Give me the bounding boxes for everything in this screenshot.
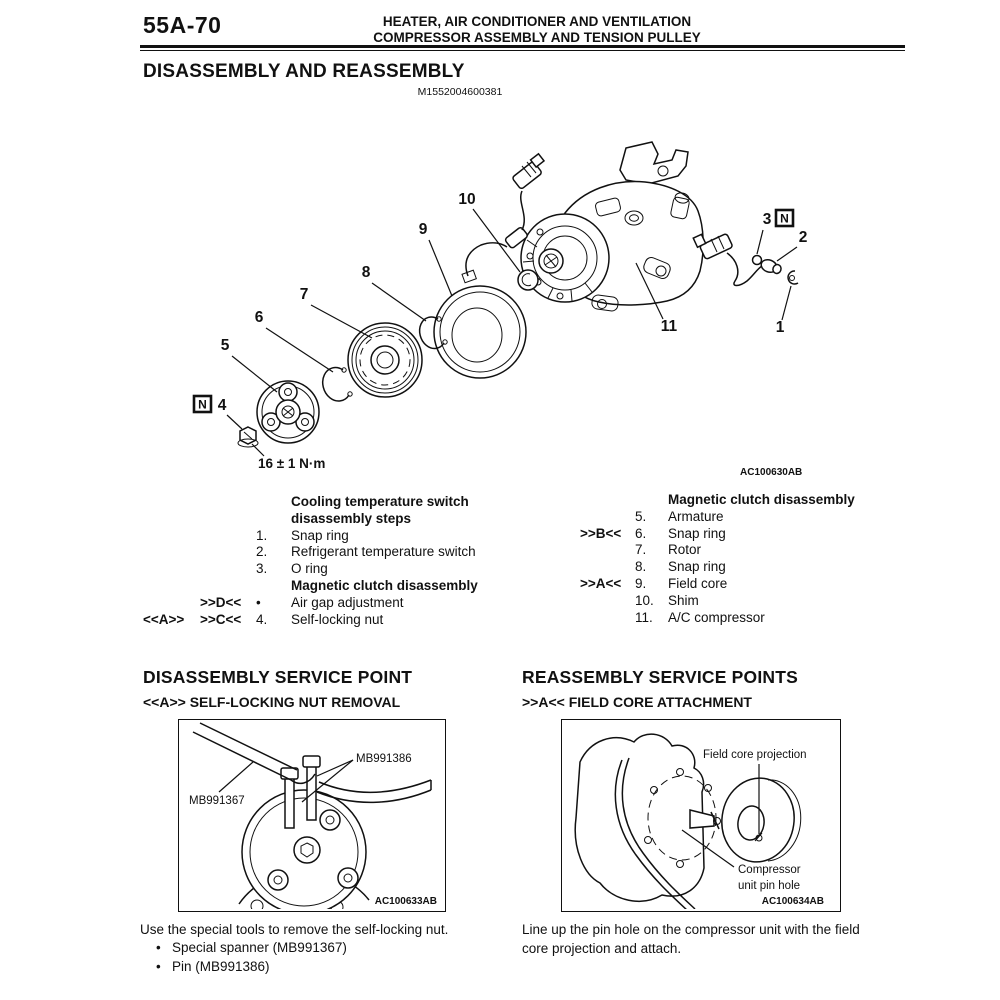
callout-7: 7	[300, 286, 309, 303]
armature-drawing	[256, 380, 320, 444]
magnetic-clutch-parts-list: Magnetic clutch disassembly 5.Armature >…	[580, 492, 910, 626]
list-row: >>D<<•Air gap adjustment	[200, 594, 404, 610]
header-titles: HEATER, AIR CONDITIONER AND VENTILATION …	[140, 14, 934, 46]
section-title: DISASSEMBLY AND REASSEMBLY	[143, 61, 465, 82]
cooling-switch-parts-list: Cooling temperature switch disassembly s…	[143, 494, 583, 628]
disassembly-service-title: DISASSEMBLY SERVICE POINT	[143, 667, 413, 687]
header-title-line1: HEATER, AIR CONDITIONER AND VENTILATION	[382, 14, 692, 29]
exploded-view-diagram: 10 9 8 7 6 5 4 3 2 1 11 N N 16 ± 1 N·m A…	[192, 141, 808, 478]
figure-code-ac100633ab: AC100633AB	[375, 896, 437, 907]
snap-ring8-drawing	[418, 316, 448, 350]
bullet-item: • Pin (MB991386)	[140, 958, 498, 977]
list-row: Cooling temperature switch	[291, 494, 469, 509]
disassembly-service-subtitle: <<A>> SELF-LOCKING NUT REMOVAL	[143, 694, 401, 710]
n-mark-letter: N	[198, 398, 207, 412]
list-row: >>B<<6.Snap ring	[580, 525, 726, 541]
leader-lines	[226, 208, 798, 457]
list-row: <<A>>>>C<<4.Self-locking nut	[143, 611, 384, 627]
body-paragraph: Use the special tools to remove the self…	[140, 922, 449, 937]
field-core-drawing	[433, 152, 546, 379]
list-row: 3.O ring	[256, 561, 328, 577]
bullet-marker: •	[156, 958, 161, 974]
list-row: >>A<<9.Field core	[580, 575, 728, 591]
body-paragraph: Line up the pin hole on the compressor u…	[522, 922, 860, 956]
callout-3: 3	[763, 211, 772, 228]
reassembly-service-body: Line up the pin hole on the compressor u…	[522, 920, 882, 958]
list-row: 8.Snap ring	[635, 559, 726, 575]
figure-code-ac100634ab: AC100634AB	[762, 896, 824, 907]
bullet-text: Pin (MB991386)	[172, 958, 270, 974]
page-number: 55A-70	[143, 12, 222, 38]
n-mark-4: N	[192, 394, 213, 414]
label-mb991386: MB991386	[356, 753, 412, 765]
list-row: 2.Refrigerant temperature switch	[256, 544, 476, 560]
label-pin-hole-line2: unit pin hole	[738, 880, 800, 892]
list-row: 10.Shim	[635, 592, 699, 608]
list-row: 1.Snap ring	[256, 527, 349, 543]
bullet-marker: •	[156, 940, 161, 955]
callout-8: 8	[362, 264, 371, 281]
reassembly-service-title: REASSEMBLY SERVICE POINTS	[522, 667, 799, 687]
bullet-text: Special spanner (MB991367)	[172, 940, 347, 955]
n-mark-letter: N	[780, 212, 789, 226]
n-mark-3: N	[774, 208, 795, 228]
compressor-body-drawing	[520, 141, 704, 312]
diagram-callouts: 10 9 8 7 6 5 4 3 2 1 11	[218, 191, 808, 414]
nut-removal-figure-drawing: MB991386 MB991367 AC100633AB	[189, 722, 437, 917]
callout-1: 1	[776, 319, 785, 336]
doc-code: M1552004600381	[417, 86, 503, 98]
nut-drawing	[237, 426, 259, 448]
callout-6: 6	[255, 309, 264, 326]
figure-self-locking-nut-removal: MB991386 MB991367 AC100633AB	[178, 719, 446, 917]
shim-drawing	[517, 269, 539, 291]
callout-11: 11	[661, 318, 678, 335]
list-row: 11.A/C compressor	[635, 609, 765, 625]
disassembly-service-body: Use the special tools to remove the self…	[140, 920, 498, 976]
callout-5: 5	[221, 337, 230, 354]
list-row: Magnetic clutch disassembly	[291, 577, 478, 593]
reassembly-service-subtitle: >>A<< FIELD CORE ATTACHMENT	[522, 694, 752, 710]
sensor-harness-drawing	[692, 233, 799, 287]
list-row: 7.Rotor	[635, 542, 702, 558]
torque-note: 16 ± 1 N·m	[258, 456, 325, 471]
list-row: 5.Armature	[635, 508, 724, 524]
label-mb991367: MB991367	[189, 795, 245, 807]
field-core-figure-drawing: Field core projection Compressor unit pi…	[574, 733, 824, 912]
list-row: Magnetic clutch disassembly	[668, 492, 855, 507]
figure-field-core-attachment: Field core projection Compressor unit pi…	[561, 719, 841, 912]
header-rule	[140, 45, 905, 51]
callout-4: 4	[218, 397, 227, 414]
callout-10: 10	[458, 191, 475, 208]
rotor-drawing	[347, 322, 423, 398]
callout-2: 2	[799, 229, 808, 246]
label-field-core-projection: Field core projection	[703, 749, 807, 761]
header-title-line2: COMPRESSOR ASSEMBLY AND TENSION PULLEY	[373, 30, 701, 45]
callout-9: 9	[419, 221, 428, 238]
bullet-item: • Special spanner (MB991367)	[140, 939, 498, 958]
snap-ring6-drawing	[321, 366, 353, 402]
diagram-figure-code: AC100630AB	[740, 467, 802, 478]
label-pin-hole-line1: Compressor	[738, 864, 801, 876]
list-row: disassembly steps	[291, 510, 412, 526]
